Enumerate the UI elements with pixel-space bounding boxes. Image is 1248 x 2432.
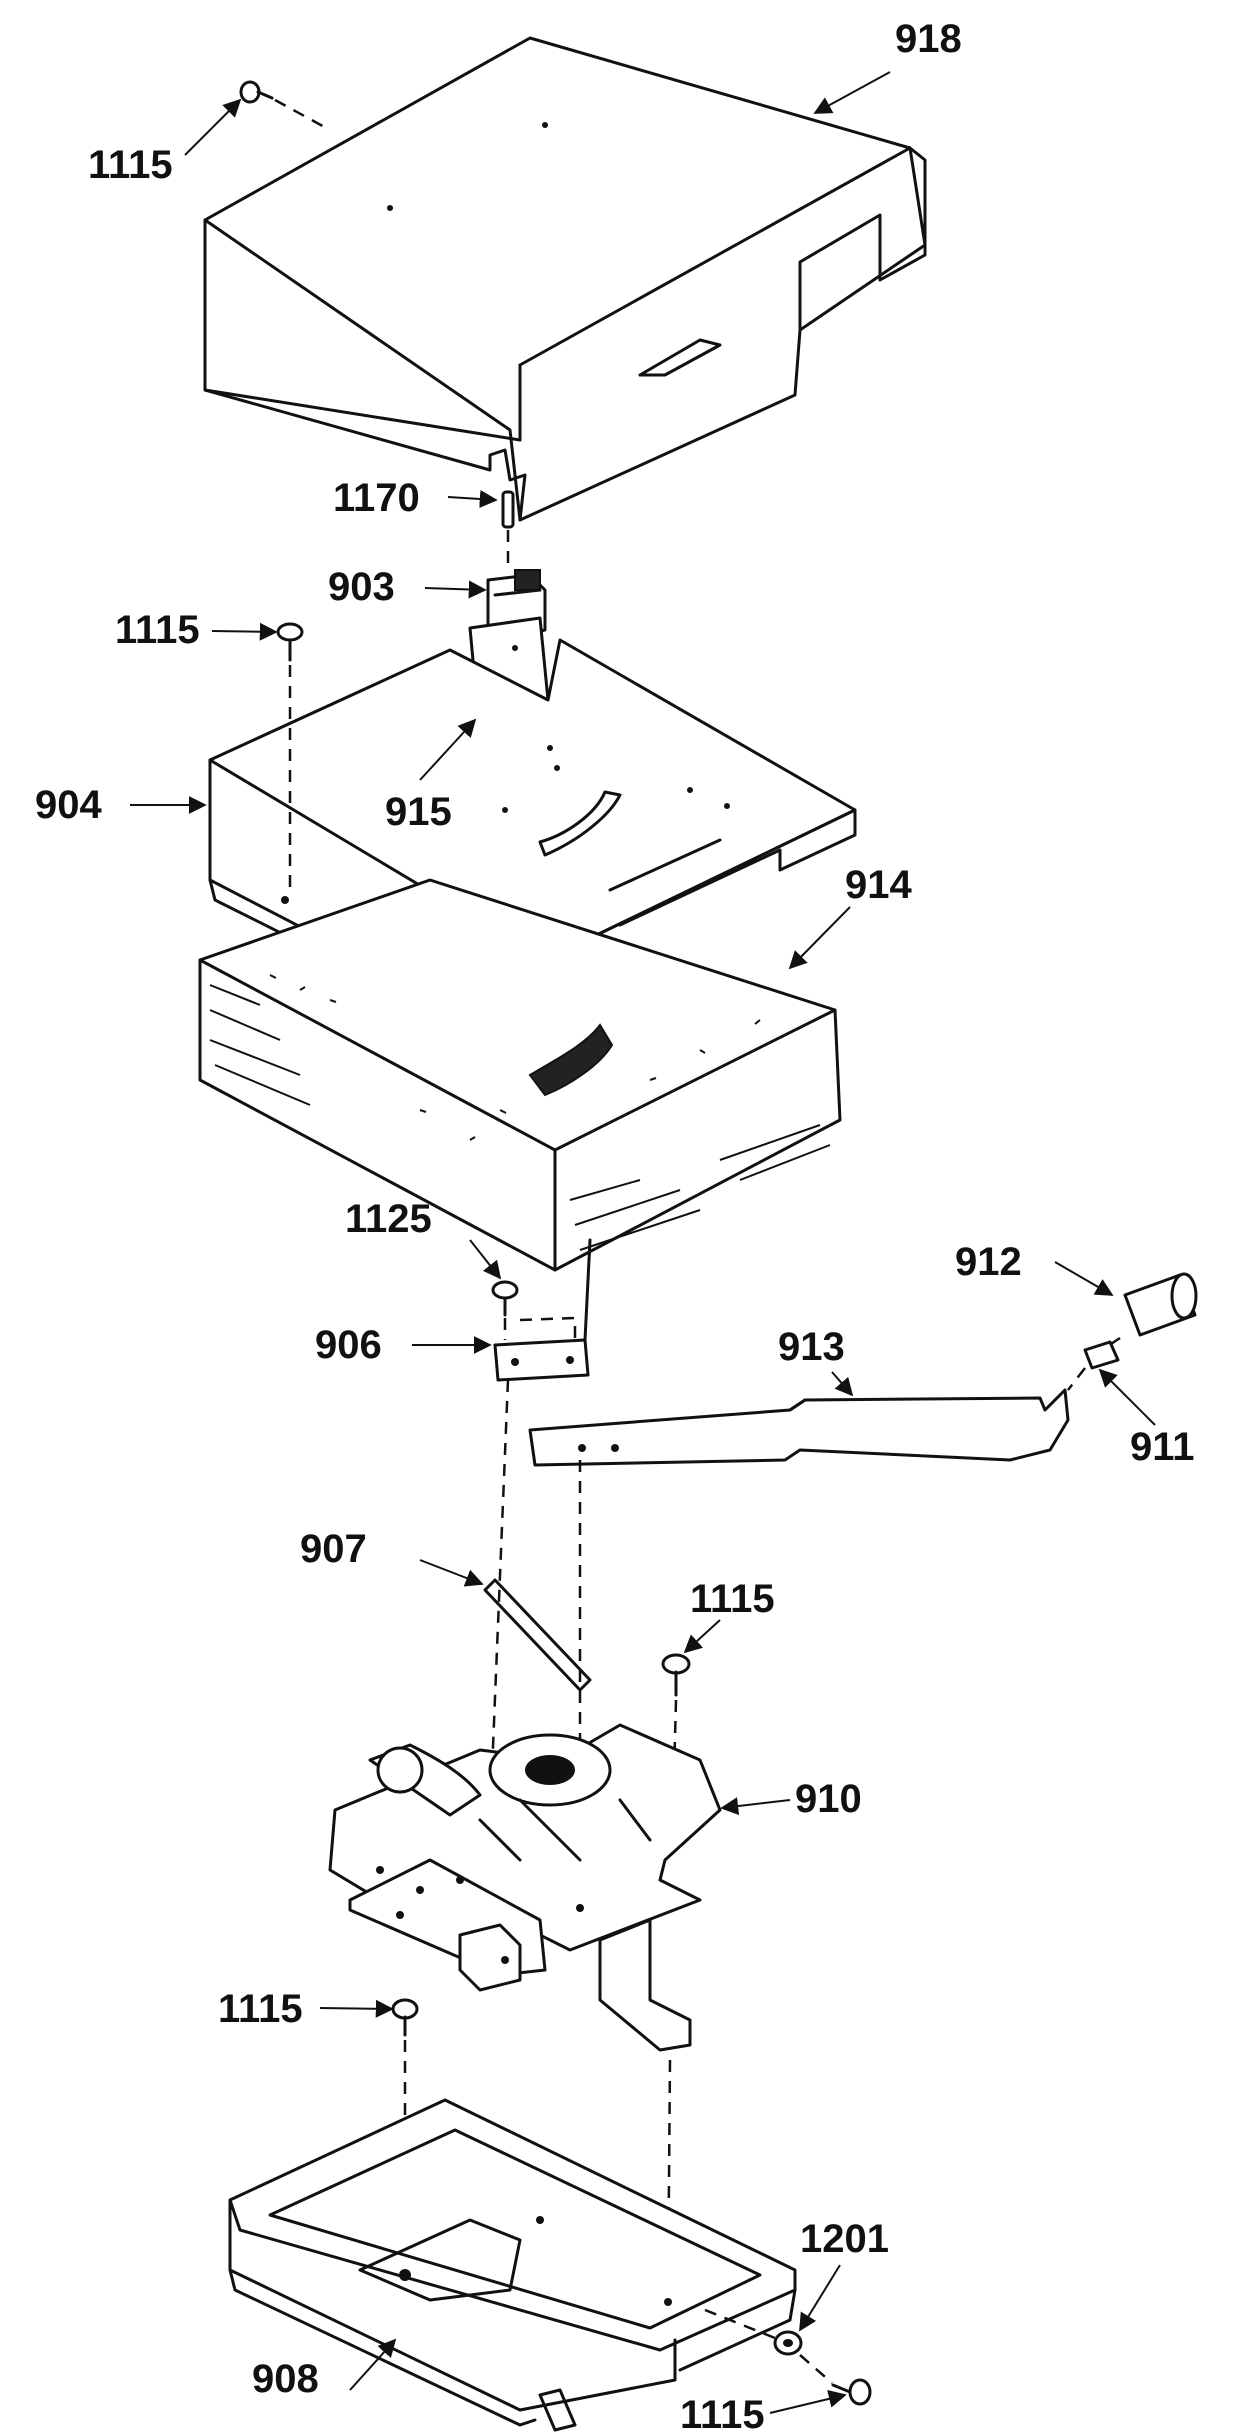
label-910: 910 xyxy=(795,1777,862,1821)
part-908-base-tray xyxy=(228,2098,797,2432)
label-911: 911 xyxy=(1130,1425,1195,1469)
part-907-rod xyxy=(483,1578,592,1692)
pin-1170 xyxy=(501,490,515,529)
part-911-clip xyxy=(1083,1340,1120,1370)
part-918-top-cover xyxy=(203,36,927,522)
label-913: 913 xyxy=(778,1325,845,1369)
screw-1115-left-upper xyxy=(276,622,304,662)
label-1170: 1170 xyxy=(333,476,420,520)
screw-1115-left-lower xyxy=(391,1998,419,2037)
part-912-knob xyxy=(1123,1272,1198,1337)
screw-1125 xyxy=(491,1280,519,1317)
label-903: 903 xyxy=(328,565,395,609)
label-1115-right: 1115 xyxy=(690,1577,775,1621)
label-1201: 1201 xyxy=(800,2217,889,2261)
part-910-mechanism xyxy=(328,1723,722,2052)
screw-1115-top xyxy=(239,80,274,104)
label-914: 914 xyxy=(845,863,912,907)
screw-1115-right xyxy=(661,1653,691,1697)
part-913-arm xyxy=(528,1388,1070,1467)
label-1115-bottom: 1115 xyxy=(680,2393,765,2432)
label-906: 906 xyxy=(315,1323,382,1367)
label-1115-top: 1115 xyxy=(88,143,173,187)
part-914-foam-pad xyxy=(198,878,842,1272)
label-1125: 1125 xyxy=(345,1197,432,1241)
label-907: 907 xyxy=(300,1527,367,1571)
label-912: 912 xyxy=(955,1240,1022,1284)
screw-1115-bottom xyxy=(831,2378,872,2406)
callout-labels: 918 1115 1170 903 1115 904 915 914 1125 … xyxy=(35,17,1195,2432)
label-1115-left-lower: 1115 xyxy=(218,1987,303,2031)
leader-arrows xyxy=(130,71,1156,2414)
label-918: 918 xyxy=(895,17,962,61)
label-908: 908 xyxy=(252,2357,319,2401)
part-906-bracket xyxy=(493,1238,592,1382)
washer-1201 xyxy=(773,2330,803,2356)
label-915: 915 xyxy=(385,790,452,834)
label-1115-left-upper: 1115 xyxy=(115,608,200,652)
label-904: 904 xyxy=(35,783,102,827)
